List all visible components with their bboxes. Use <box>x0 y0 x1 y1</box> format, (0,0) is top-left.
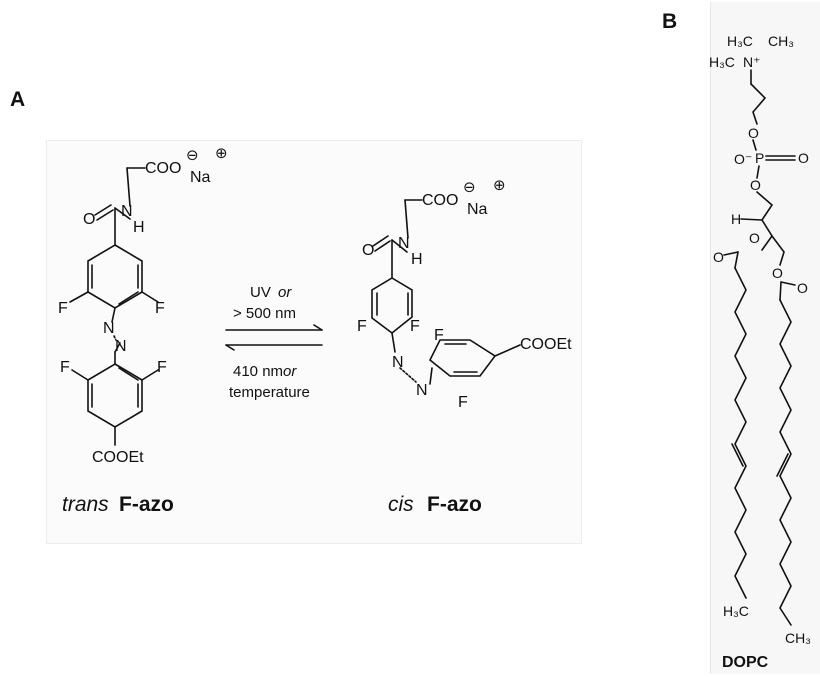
forward-condition-wavelength: > 500 nm <box>233 305 296 322</box>
reverse-condition-or: or <box>283 363 297 380</box>
reverse-condition-temperature: temperature <box>229 384 310 401</box>
trans-azo-nitrogen-1: N <box>103 320 115 337</box>
cis-carboxylate-label: COO <box>422 192 458 209</box>
trans-plus-charge: ⊕ <box>215 145 228 162</box>
dopc-terminal-methyl-1: H₃C <box>723 603 749 619</box>
dopc-carbonyl-oxygen-2: O <box>797 280 808 296</box>
dopc-oxygen-minus: O⁻ <box>734 151 752 167</box>
trans-f-azo-bonds <box>69 167 159 446</box>
forward-condition-or: or <box>278 284 292 301</box>
dopc-oxygen-2: O <box>750 177 761 193</box>
dopc-methyl-3: H₃C <box>709 54 735 70</box>
trans-caption-name: F-azo <box>119 493 174 516</box>
trans-fluorine-1: F <box>58 300 68 317</box>
reverse-condition-wavelength: 410 nm <box>233 363 283 380</box>
panel-label-a: A <box>10 88 26 111</box>
cis-fluorine-4: F <box>458 394 468 411</box>
trans-amide-nitrogen: N <box>121 203 133 220</box>
trans-minus-charge: ⊖ <box>186 147 199 164</box>
dopc-ammonium: N⁺ <box>743 54 761 70</box>
dopc-phosphoryl-oxygen: O <box>798 150 809 166</box>
trans-fluorine-4: F <box>157 359 167 376</box>
cis-amide-nitrogen: N <box>398 235 410 252</box>
dopc-name: DOPC <box>722 654 769 671</box>
cis-fluorine-3: F <box>434 327 444 344</box>
trans-azo-nitrogen-2: N <box>115 338 127 355</box>
cis-azo-nitrogen-1: N <box>392 354 404 371</box>
trans-carboxylate-label: COO <box>145 160 181 177</box>
forward-condition-uv: UV <box>250 284 271 301</box>
panel-label-b: B <box>662 10 678 33</box>
cis-carbonyl-oxygen: O <box>362 242 374 259</box>
trans-amide-hydrogen: H <box>133 219 145 236</box>
trans-ester-label: COOEt <box>92 449 144 466</box>
dopc-oxygen-4: O <box>772 265 783 281</box>
cis-f-azo-bonds <box>371 199 521 385</box>
cis-fluorine-1: F <box>357 318 367 335</box>
panel-a-frame <box>46 140 582 544</box>
panel-b-frame <box>710 2 820 674</box>
trans-sodium-label: Na <box>190 169 211 186</box>
trans-caption-prefix: trans <box>62 493 109 516</box>
cis-sodium-label: Na <box>467 201 488 218</box>
cis-fluorine-2: F <box>410 318 420 335</box>
cis-amide-hydrogen: H <box>411 251 423 268</box>
cis-plus-charge: ⊕ <box>493 177 506 194</box>
cis-minus-charge: ⊖ <box>463 179 476 196</box>
dopc-methyl-1: H₃C <box>727 33 753 49</box>
dopc-bonds <box>723 69 796 626</box>
trans-fluorine-2: F <box>155 300 165 317</box>
cis-caption-name: F-azo <box>427 493 482 516</box>
dopc-oxygen-1: O <box>748 125 759 141</box>
dopc-oxygen-3: O <box>749 230 760 246</box>
dopc-phosphorus: P <box>755 150 764 166</box>
dopc-carbonyl-oxygen-1: O <box>713 249 724 265</box>
cis-caption-prefix: cis <box>388 493 414 516</box>
dopc-terminal-methyl-2: CH₃ <box>785 630 811 646</box>
reaction-arrows <box>225 324 323 351</box>
cis-azo-nitrogen-2: N <box>416 382 428 399</box>
trans-carbonyl-oxygen: O <box>83 211 95 228</box>
dopc-methyl-2: CH₃ <box>768 33 794 49</box>
dopc-hydrogen: H <box>731 211 741 227</box>
cis-ester-label: COOEt <box>520 336 572 353</box>
trans-fluorine-3: F <box>60 359 70 376</box>
